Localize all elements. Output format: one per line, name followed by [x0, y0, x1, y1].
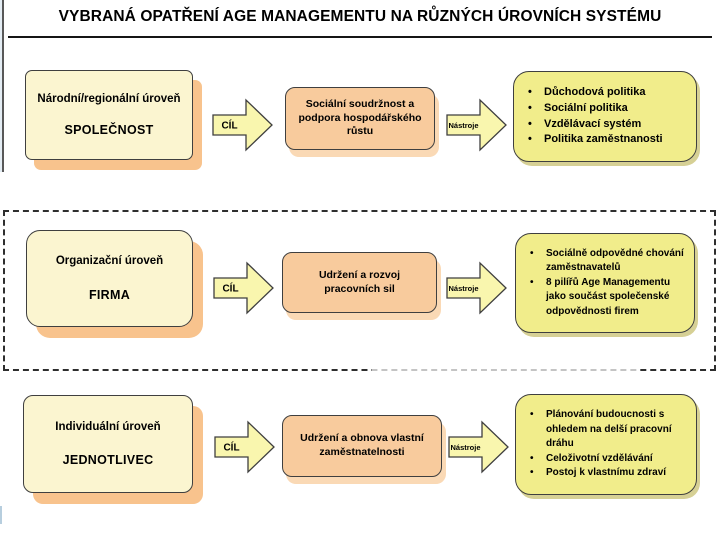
goal-box-company: Udržení a rozvoj pracovních sil [282, 252, 437, 313]
level-name: JEDNOTLIVEC [62, 453, 154, 468]
goal-box-society: Sociální soudržnost a podpora hospodářsk… [285, 87, 435, 150]
tools-arrow-icon: Nástroje [446, 261, 508, 315]
goal-arrow-icon: CÍL [214, 420, 276, 474]
level-title: Individuální úroveň [55, 420, 161, 433]
tools-arrow-icon: Nástroje [448, 420, 510, 474]
goal-arrow-label: CÍL [221, 119, 237, 132]
tool-item: Celoživotní vzdělávání [526, 452, 688, 467]
level-name: SPOLEČNOST [64, 123, 154, 137]
tool-item: Vzdělávací systém [524, 117, 688, 133]
goal-text: Sociální soudržnost a podpora hospodářsk… [298, 98, 422, 138]
level-title: Organizační úroveň [55, 255, 164, 268]
goal-box-individual: Udržení a obnova vlastní zaměstnatelnost… [282, 415, 442, 477]
goal-arrow-icon: CÍL [213, 261, 275, 315]
tools-arrow-label: Nástroje [448, 121, 478, 130]
tools-arrow-label: Nástroje [448, 284, 478, 293]
tools-box-society: Důchodová politika Sociální politika Vzd… [513, 71, 697, 162]
level-box-individual: Individuální úroveň JEDNOTLIVEC [23, 395, 193, 493]
tool-item: Politika zaměstnanosti [524, 132, 688, 148]
goal-arrow-icon: CÍL [212, 98, 274, 152]
scan-edge-mark [0, 506, 2, 524]
title-underline [8, 36, 712, 38]
level-box-company: Organizační úroveň FIRMA [26, 230, 193, 327]
level-title: Národní/regionální úroveň [37, 93, 181, 105]
tool-item: Plánování budoucnosti s ohledem na delší… [526, 408, 688, 452]
company-level-frame [3, 210, 716, 371]
goal-text: Udržení a obnova vlastní zaměstnatelnost… [300, 432, 424, 458]
tool-item: Důchodová politika [524, 85, 688, 101]
tool-item: Sociálně odpovědné chování zaměstnavatel… [526, 247, 686, 276]
scan-edge-artifact [0, 0, 4, 172]
goal-text: Udržení a rozvoj pracovních sil [318, 268, 401, 295]
tools-box-company: Sociálně odpovědné chování zaměstnavatel… [515, 233, 695, 333]
page-title: VYBRANÁ OPATŘENÍ AGE MANAGEMENTU NA RŮZN… [58, 8, 662, 25]
tool-item: 8 pilířů Age Managementu jako součást sp… [526, 276, 686, 320]
tools-arrow-icon: Nástroje [446, 98, 508, 152]
erased-watermark-patch [372, 352, 640, 371]
level-name: FIRMA [88, 287, 131, 302]
tool-item: Postoj k vlastnímu zdraví [526, 466, 688, 481]
tools-box-individual: Plánování budoucnosti s ohledem na delší… [515, 394, 697, 495]
tool-item: Sociální politika [524, 101, 688, 117]
tools-arrow-label: Nástroje [450, 443, 480, 452]
level-box-society: Národní/regionální úroveň SPOLEČNOST [25, 70, 193, 160]
goal-arrow-label: CÍL [222, 282, 238, 295]
goal-arrow-label: CÍL [223, 441, 239, 454]
